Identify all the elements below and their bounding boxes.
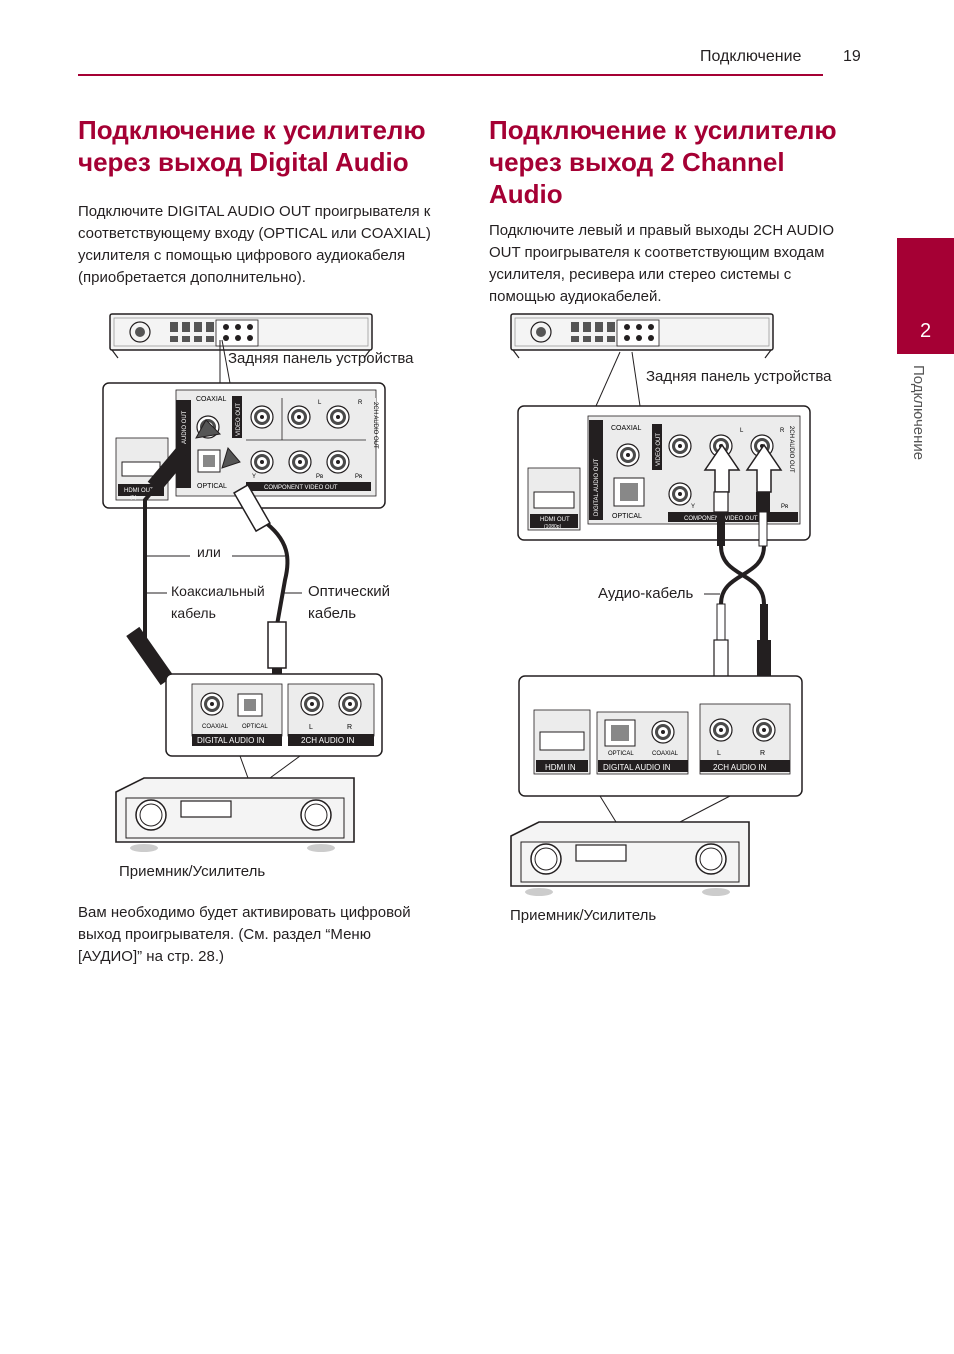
right-receiver bbox=[510, 821, 750, 897]
svg-text:R: R bbox=[780, 428, 785, 434]
right-receiver-label: Приемник/Усилитель bbox=[510, 907, 657, 924]
svg-text:(1(: (1( bbox=[130, 495, 136, 501]
left-video-out-label: VIDEO OUT bbox=[236, 403, 242, 436]
svg-text:DIGITAL AUDIO OUT: DIGITAL AUDIO OUT bbox=[594, 458, 600, 516]
svg-text:Pʙ: Pʙ bbox=[316, 474, 323, 480]
right-receiver-inputs: HDMI IN OPTICAL COAXIAL DIGITAL AUDIO IN… bbox=[518, 675, 803, 797]
left-receiver bbox=[115, 777, 355, 853]
svg-text:OPTICAL: OPTICAL bbox=[608, 751, 634, 757]
svg-text:HDMI OUT: HDMI OUT bbox=[540, 517, 570, 523]
chapter-number: 2 bbox=[919, 320, 932, 342]
left-receiver-inputs: COAXIAL OPTICAL DIGITAL AUDIO IN L R 2CH… bbox=[165, 673, 383, 757]
svg-text:COAXIAL: COAXIAL bbox=[202, 724, 229, 730]
right-rear-panel-device bbox=[510, 313, 774, 359]
page-number: 19 bbox=[843, 48, 861, 65]
left-rear-panel-label: Задняя панель устройства bbox=[228, 350, 414, 367]
svg-text:R: R bbox=[760, 750, 765, 757]
chapter-label: Подключение bbox=[910, 365, 927, 461]
right-audio-cable bbox=[702, 443, 783, 727]
svg-text:(1080p): (1080p) bbox=[544, 524, 562, 530]
svg-text:Pʀ: Pʀ bbox=[781, 504, 789, 510]
left-optical-label: OPTICAL bbox=[197, 483, 227, 490]
left-optical-cable bbox=[233, 483, 290, 678]
left-note: Вам необходимо будет активировать цифров… bbox=[78, 904, 411, 965]
svg-text:R: R bbox=[358, 400, 363, 406]
right-title: Подключение к усилителю через выход 2 Ch… bbox=[489, 115, 837, 209]
svg-text:OPTICAL: OPTICAL bbox=[612, 513, 642, 520]
or-label: или bbox=[197, 544, 221, 560]
svg-text:Pʀ: Pʀ bbox=[355, 474, 363, 480]
svg-text:COAXIAL: COAXIAL bbox=[652, 751, 679, 757]
svg-text:OPTICAL: OPTICAL bbox=[242, 724, 268, 730]
coaxial-cable-label: Коаксиальный кабель bbox=[171, 583, 265, 621]
left-receiver-label: Приемник/Усилитель bbox=[119, 863, 266, 880]
left-coaxial-label: COAXIAL bbox=[196, 396, 226, 403]
right-intro: Подключите левый и правый выходы 2CH AUD… bbox=[489, 222, 835, 305]
svg-text:DIGITAL AUDIO IN: DIGITAL AUDIO IN bbox=[197, 736, 265, 745]
header-rule bbox=[78, 74, 823, 76]
svg-text:L: L bbox=[717, 750, 721, 757]
svg-text:2CH AUDIO OUT: 2CH AUDIO OUT bbox=[788, 426, 794, 473]
running-header-section: Подключение bbox=[700, 48, 802, 65]
svg-text:HDMI OUT: HDMI OUT bbox=[124, 488, 154, 494]
left-2ch-audio-out-label: 2CH AUDIO OUT bbox=[372, 402, 378, 449]
svg-text:VIDEO OUT: VIDEO OUT bbox=[656, 433, 662, 466]
svg-text:Y: Y bbox=[691, 504, 695, 510]
left-audio-out-label: AUDIO OUT bbox=[182, 410, 188, 444]
left-intro: Подключите DIGITAL AUDIO OUT проигрывате… bbox=[78, 203, 431, 286]
left-title: Подключение к усилителю через выход Digi… bbox=[78, 115, 426, 177]
svg-text:2CH AUDIO IN: 2CH AUDIO IN bbox=[713, 763, 767, 772]
left-component-video-label: COMPONENT VIDEO OUT bbox=[264, 485, 338, 491]
svg-text:L: L bbox=[740, 428, 744, 434]
right-rear-panel-label: Задняя панель устройства bbox=[646, 368, 832, 385]
svg-text:R: R bbox=[347, 724, 352, 731]
optical-cable-label: Оптический кабель bbox=[308, 583, 391, 622]
audio-cable-label: Аудио-кабель bbox=[598, 585, 694, 602]
svg-text:L: L bbox=[309, 724, 313, 731]
svg-text:COAXIAL: COAXIAL bbox=[611, 425, 641, 432]
svg-text:L: L bbox=[318, 400, 322, 406]
svg-text:Y: Y bbox=[252, 474, 256, 480]
svg-text:2CH AUDIO IN: 2CH AUDIO IN bbox=[301, 736, 355, 745]
chapter-tab bbox=[897, 238, 954, 354]
svg-text:HDMI IN: HDMI IN bbox=[545, 763, 576, 772]
svg-text:DIGITAL AUDIO IN: DIGITAL AUDIO IN bbox=[603, 763, 671, 772]
